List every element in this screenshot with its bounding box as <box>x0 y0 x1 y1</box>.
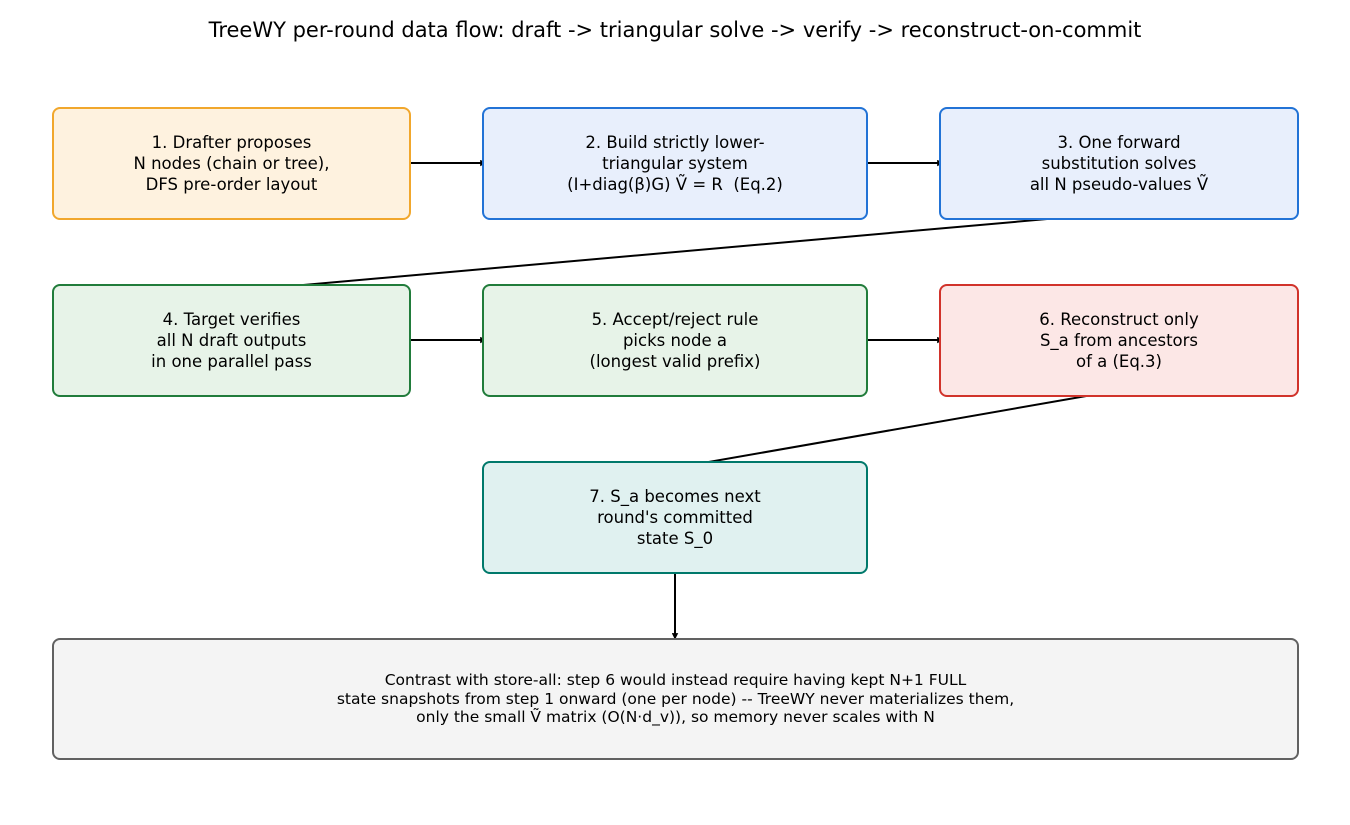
step-5-accept-reject-box: 5. Accept/reject rule picks node a (longes… <box>482 284 868 397</box>
node-text-line: 5. Accept/reject rule <box>591 310 759 329</box>
step-3-forward-substitution-box: 3. One forward substitution solves all N p… <box>939 107 1299 220</box>
arrow-b3-to-b4 <box>235 212 1116 294</box>
contrast-note-text: Contrast with store-all: step 6 would in… <box>337 671 1014 727</box>
node-text-line: 7. S_a becomes next <box>589 487 761 506</box>
node-text-line: 6. Reconstruct only <box>1039 310 1199 329</box>
step-1-text: 1. Drafter proposes N nodes (chain or tre… <box>134 132 330 195</box>
node-text-line: DFS pre-order layout <box>145 175 318 194</box>
node-text-line: S_a from ancestors <box>1039 331 1199 350</box>
step-4-text: 4. Target verifies all N draft outputs in … <box>151 309 312 372</box>
node-text-line: state S_0 <box>636 529 714 548</box>
node-text-line: 3. One forward <box>1057 133 1181 152</box>
node-text-line: 1. Drafter proposes <box>151 133 312 152</box>
node-text-line: substitution solves <box>1041 154 1197 173</box>
node-text-line: state snapshots from step 1 onward (one … <box>336 689 1015 708</box>
node-text-line: all N draft outputs <box>156 331 307 350</box>
step-1-drafter-box: 1. Drafter proposes N nodes (chain or tre… <box>52 107 411 220</box>
diagram-title: TreeWY per-round data flow: draft -> tri… <box>208 18 1142 42</box>
step-2-text: 2. Build strictly lower-triangular syste… <box>567 132 783 195</box>
node-text-line: picks node a <box>622 331 728 350</box>
step-4-target-verifies-box: 4. Target verifies all N draft outputs in … <box>52 284 411 397</box>
node-text-line: round's committed <box>597 508 753 527</box>
step-2-build-system-box: 2. Build strictly lower-triangular syste… <box>482 107 868 220</box>
node-text-line: all N pseudo-values Ṽ <box>1029 175 1209 194</box>
node-text-line: N nodes (chain or tree), <box>133 154 330 173</box>
node-text-line: (I+diag(β)G) Ṽ = R (Eq.2) <box>567 175 783 194</box>
node-text-line: 2. Build strictly lower- <box>585 133 765 152</box>
store-all-contrast-note: Contrast with store-all: step 6 would in… <box>52 638 1299 760</box>
node-text-line: only the small Ṽ matrix (O(N·d_v)), so m… <box>416 708 935 727</box>
node-text-line: (longest valid prefix) <box>589 352 761 371</box>
node-text-line: 4. Target verifies <box>162 310 301 329</box>
node-text-line: of a (Eq.3) <box>1075 352 1162 371</box>
step-7-commit-state-box: 7. S_a becomes next round's committed stat… <box>482 461 868 574</box>
node-text-line: in one parallel pass <box>151 352 312 371</box>
step-3-text: 3. One forward substitution solves all N p… <box>1030 132 1208 195</box>
step-7-text: 7. S_a becomes next round's committed stat… <box>589 486 760 549</box>
node-text-line: Contrast with store-all: step 6 would in… <box>384 671 967 690</box>
arrow-b6-to-b7 <box>679 390 1116 470</box>
step-5-text: 5. Accept/reject rule picks node a (longes… <box>590 309 761 372</box>
node-text-line: triangular system <box>602 154 748 173</box>
